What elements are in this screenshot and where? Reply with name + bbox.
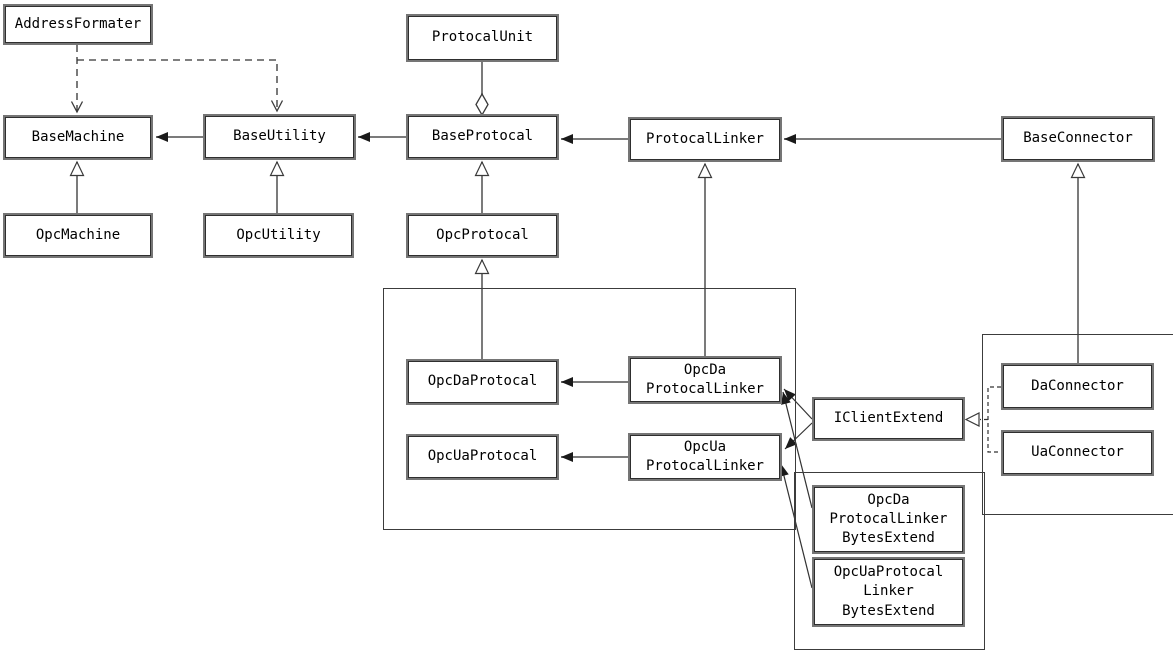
group-box-bytes-extend: [794, 472, 985, 650]
realization-hollow-triangle: [964, 412, 980, 427]
class-box-uaconnector: UaConnector: [1001, 430, 1154, 476]
class-box-addressformater: AddressFormater: [3, 4, 153, 45]
class-box-opcuaprotocal: OpcUaProtocal: [406, 434, 559, 480]
edge-iclientextend-opcuaprotocallinker: [784, 422, 813, 450]
class-box-iclientextend: IClientExtend: [812, 397, 965, 441]
class-box-opcutility: OpcUtility: [203, 213, 354, 258]
class-box-basemachine: BaseMachine: [3, 115, 153, 160]
class-box-opcuaprotocallinker: OpcUa ProtocalLinker: [628, 433, 782, 481]
class-box-baseprotocal: BaseProtocal: [406, 114, 559, 160]
edge-opcdabytesextend-opcdaprotocallinker: [781, 391, 813, 509]
group-box-opc-protocal-implementations: [383, 288, 796, 530]
edge-opcuabytesextend-opcuaprotocallinker: [779, 463, 813, 589]
class-box-daconnector: DaConnector: [1001, 363, 1154, 410]
class-box-baseutility: BaseUtility: [203, 114, 356, 160]
aggregation-diamond: [475, 92, 489, 117]
class-box-opcmachine: OpcMachine: [3, 213, 153, 258]
class-box-opcdaprotocallinker: OpcDa ProtocalLinker: [628, 356, 782, 404]
edge-addressformater-baseutility: [77, 59, 284, 113]
class-box-opcdaprotocallinkerbytesextend: OpcDa ProtocalLinker BytesExtend: [812, 485, 965, 554]
class-box-protocalunit: ProtocalUnit: [406, 14, 559, 62]
class-box-protocallinker: ProtocalLinker: [628, 117, 782, 162]
class-box-opcuaprotocallinkerbytesextend: OpcUaProtocal Linker BytesExtend: [812, 557, 965, 627]
group-box-connectors: [982, 334, 1173, 515]
class-box-opcprotocal: OpcProtocal: [406, 213, 559, 258]
class-box-baseconnector: BaseConnector: [1001, 116, 1155, 162]
class-box-opcdaprotocal: OpcDaProtocal: [406, 359, 559, 405]
